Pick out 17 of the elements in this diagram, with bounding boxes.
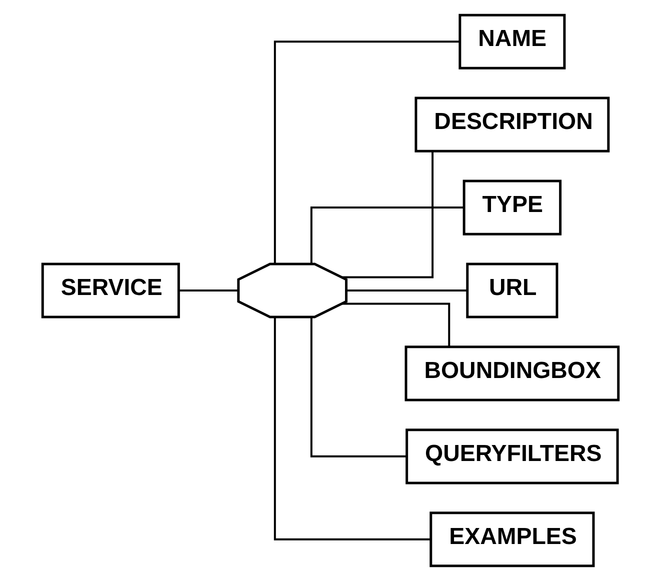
- node-box: SERVICE: [41, 262, 180, 318]
- connector: [274, 317, 431, 540]
- node-box: DESCRIPTION: [414, 96, 610, 152]
- node-box: TYPE: [462, 180, 562, 236]
- node-box: BOUNDINGBOX: [404, 346, 620, 402]
- node-box: URL: [466, 262, 558, 318]
- connector: [342, 151, 434, 278]
- connector: [178, 290, 238, 292]
- node-box: EXAMPLES: [430, 512, 595, 568]
- connector: [310, 206, 464, 264]
- connector: [274, 40, 460, 264]
- connector: [346, 290, 468, 292]
- connector: [310, 317, 406, 458]
- connector: [342, 302, 450, 347]
- node-octagon: [237, 262, 348, 318]
- node-box: QUERYFILTERS: [406, 428, 619, 484]
- node-box: NAME: [458, 14, 566, 70]
